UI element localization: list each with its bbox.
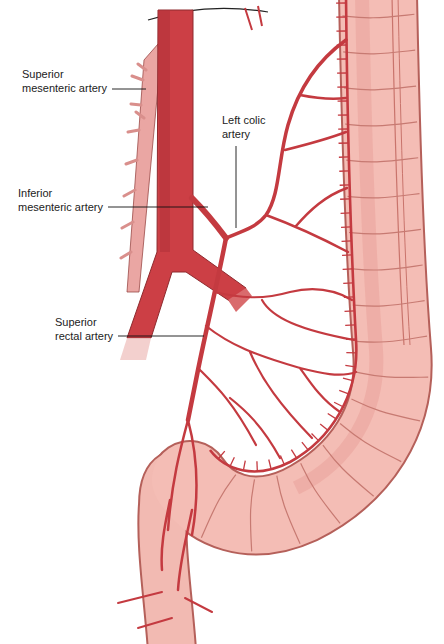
part-label: Left colic artery: [222, 113, 270, 141]
haustral-fold: [323, 445, 374, 496]
inferior-mesenteric-artery: [192, 198, 226, 238]
vasa-recta-branch: [343, 378, 353, 380]
part-label: Superior mesenteric artery: [22, 67, 113, 95]
vasa-recta-branch: [339, 170, 349, 172]
vasa-recta-branch: [346, 352, 356, 354]
vasa-recta-branch: [312, 433, 319, 440]
vasa-recta-branch: [342, 240, 352, 242]
aorta-shading: [158, 10, 170, 252]
haustral-fold: [343, 50, 415, 54]
vasa-recta-branch: [339, 156, 349, 158]
leader-lines: [108, 89, 236, 336]
vessel-stub: [245, 6, 262, 30]
haustral-fold: [351, 265, 423, 270]
haustral-fold: [351, 399, 420, 421]
haustral-fold: [355, 336, 427, 342]
abdominal-aorta: [127, 10, 246, 338]
marginal-artery: [210, 0, 356, 471]
vasa-recta-branch: [337, 72, 347, 73]
vasa-recta-branch: [340, 198, 350, 200]
vasa-recta-branch: [302, 442, 308, 450]
leader-line: [118, 336, 204, 337]
haustral-fold: [277, 476, 300, 544]
haustral-fold: [201, 475, 235, 538]
vasa-recta-branch: [337, 86, 347, 87]
vasa-recta-branch: [341, 226, 351, 228]
vasa-recta-branch: [337, 58, 347, 59]
vasa-recta-branch: [346, 338, 356, 340]
part-label: Inferior mesenteric artery: [18, 186, 106, 214]
vasa-recta-branch: [343, 282, 353, 284]
part-label: Superior rectal artery: [55, 315, 119, 343]
leader-line: [236, 146, 237, 228]
iliac-cut: [228, 288, 252, 312]
vasa-recta-branch: [336, 30, 346, 31]
vasa-recta-branch: [345, 310, 355, 312]
rectal-vessel-stubs: [118, 592, 212, 628]
vasa-recta-branch: [256, 461, 258, 471]
vasa-recta-branch: [341, 212, 351, 214]
haustral-fold: [301, 463, 340, 523]
vasa-recta-branch: [336, 16, 346, 17]
vasa-recta-branch: [337, 44, 347, 45]
vasa-recta-branch: [344, 296, 354, 298]
haustral-fold: [346, 158, 418, 162]
haustral-fold: [345, 122, 417, 126]
vasa-recta-branch: [218, 451, 224, 459]
vasa-recta-branch: [345, 365, 355, 366]
vasa-recta-branch: [343, 268, 353, 270]
haustral-fold: [348, 194, 420, 198]
vasa-recta-branch: [243, 461, 245, 471]
haustral-fold: [250, 479, 254, 551]
vasa-recta-branch: [340, 184, 350, 186]
sigmoid-arcades: [198, 289, 356, 458]
colon-shading: [296, 0, 376, 488]
vasa-recta-branch: [230, 457, 234, 466]
vasa-recta-branch: [328, 413, 336, 418]
vasa-recta-branch: [339, 142, 349, 144]
vasa-recta-branch: [338, 114, 348, 116]
vasa-recta-branch: [342, 254, 352, 256]
vasa-recta-branch: [336, 2, 346, 3]
vasa-recta-branch: [334, 402, 343, 406]
vasa-recta-branch: [291, 450, 296, 458]
iliac-fading: [120, 338, 151, 360]
haustral-fold: [356, 372, 428, 377]
rectal-branches: [162, 420, 197, 590]
mesenteric-branches: [121, 64, 146, 258]
vasa-recta-branch: [280, 455, 284, 464]
vasa-recta-branch: [338, 100, 348, 102]
leader-line: [108, 207, 208, 208]
haustral-fold: [340, 423, 401, 461]
vasa-recta-branch: [345, 324, 355, 326]
haustral-fold: [344, 86, 416, 90]
vasa-recta: [218, 3, 356, 471]
haustral-fold: [349, 229, 421, 234]
vasa-recta-branch: [320, 424, 328, 430]
colic-arcades: [266, 95, 348, 252]
vasa-recta-branch: [269, 460, 271, 470]
haustral-fold: [342, 14, 414, 18]
vasa-recta-branch: [339, 390, 348, 393]
haustral-fold: [353, 301, 425, 306]
leader-line: [112, 89, 146, 90]
vasa-recta-branch: [338, 128, 348, 130]
